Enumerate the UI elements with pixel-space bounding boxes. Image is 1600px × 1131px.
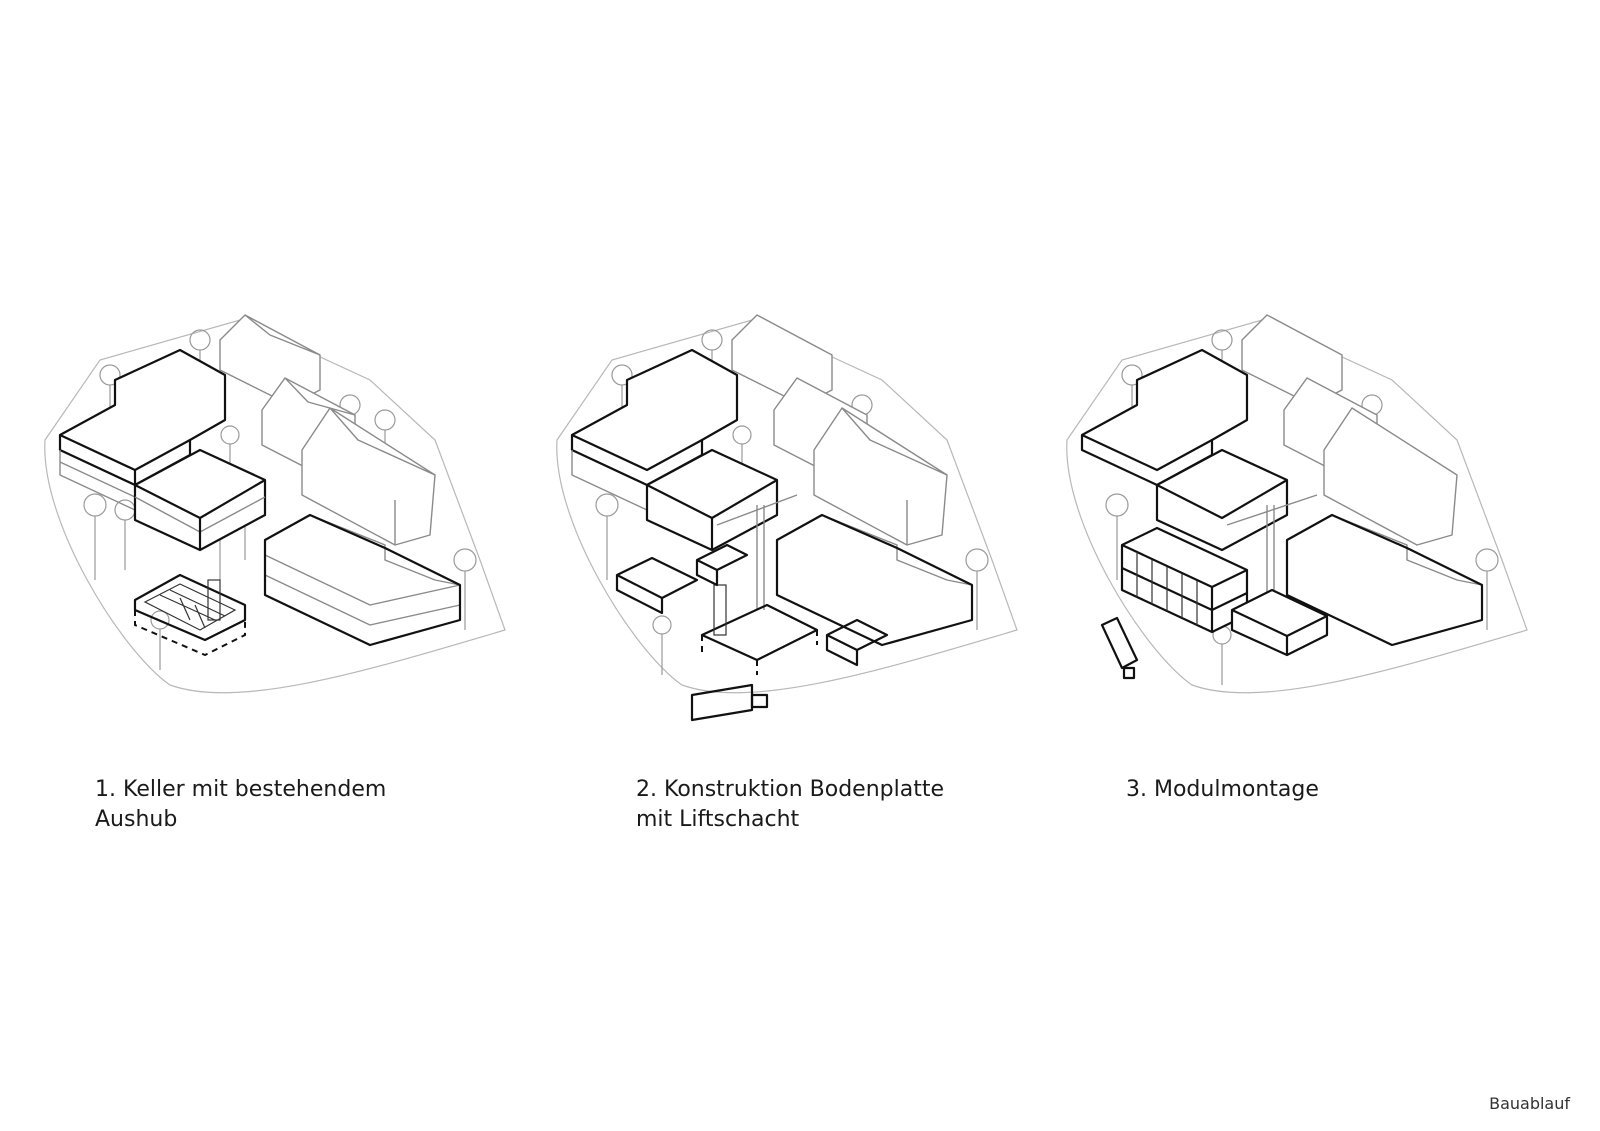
truck [690, 683, 769, 722]
stacked-modules [1120, 526, 1329, 657]
crane [716, 494, 798, 610]
modules-staging [615, 543, 889, 667]
site-axonometry-2 [556, 314, 1018, 722]
step-1-caption-line-2: Aushub [95, 807, 178, 832]
existing-building-middle [645, 448, 779, 552]
footer-title: Bauablauf [1489, 1094, 1570, 1113]
diagram-step-1 [40, 290, 540, 750]
step-2-caption-line-2: mit Liftschacht [636, 807, 800, 832]
gabled-houses [1241, 314, 1458, 546]
existing-building-middle [1155, 448, 1289, 552]
site-axonometry-3 [1066, 314, 1528, 694]
truck [1100, 616, 1139, 680]
step-2-caption: 2. Konstruktion Bodenplatte mit Liftscha… [636, 775, 944, 835]
diagram-step-2 [552, 290, 1052, 750]
site-boundary [44, 319, 506, 694]
existing-building-middle [133, 448, 267, 552]
existing-building-left [1080, 348, 1249, 487]
step-3-caption: 3. Modulmontage [1126, 775, 1319, 805]
step-3-caption-line-1: 3. Modulmontage [1126, 777, 1319, 802]
step-1-caption: 1. Keller mit bestehendem Aushub [95, 775, 386, 835]
site-boundary [1066, 319, 1528, 694]
gabled-houses [731, 314, 948, 546]
gabled-houses [219, 314, 436, 546]
existing-building-left [570, 348, 739, 511]
new-building-right [775, 513, 974, 647]
floor-slab [700, 584, 819, 675]
step-1-caption-line-1: 1. Keller mit bestehendem [95, 777, 387, 802]
step-2-caption-line-1: 2. Konstruktion Bodenplatte [636, 777, 945, 802]
new-building-right [1285, 513, 1484, 647]
site-axonometry-1 [44, 314, 506, 694]
basement-excavation [133, 573, 247, 657]
diagram-step-3 [1062, 290, 1562, 750]
new-building-right [263, 513, 462, 647]
